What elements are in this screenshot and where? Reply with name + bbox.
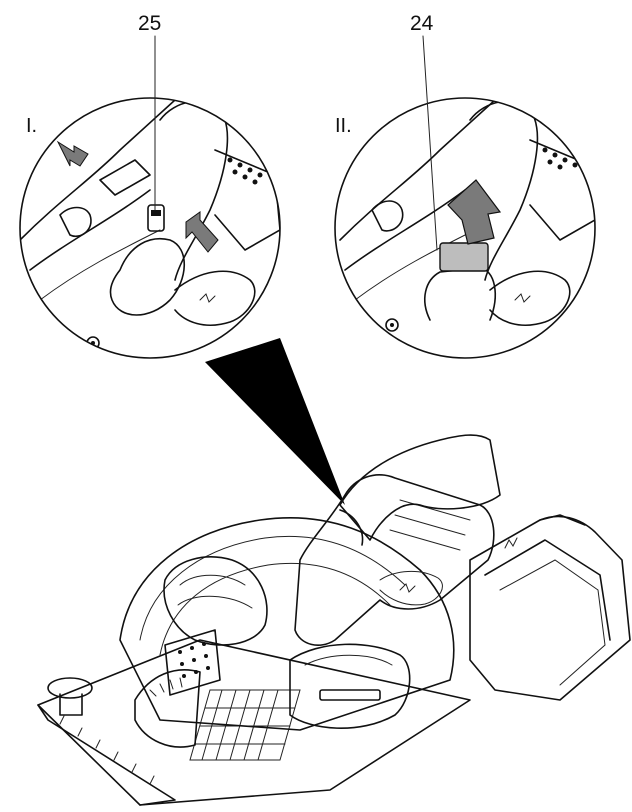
leader-line-24 xyxy=(422,35,438,251)
vent-holes xyxy=(542,147,578,170)
callout-25: 25 xyxy=(138,12,161,35)
step-label-1: I. xyxy=(26,115,37,137)
slide-up-arrow xyxy=(447,179,502,245)
circular-saw xyxy=(37,434,631,806)
push-arrow-left xyxy=(56,140,89,167)
callout-24: 24 xyxy=(410,12,434,35)
push-arrow-lower xyxy=(185,211,219,253)
ruler-edge xyxy=(37,704,176,806)
detail-circle-step-2 xyxy=(334,35,596,359)
vent-holes xyxy=(227,157,263,185)
step-label-2: II. xyxy=(335,115,352,137)
detail-circle-step-1 xyxy=(19,35,281,359)
slide-lock-24 xyxy=(439,242,489,272)
magnification-pointer xyxy=(205,338,345,505)
